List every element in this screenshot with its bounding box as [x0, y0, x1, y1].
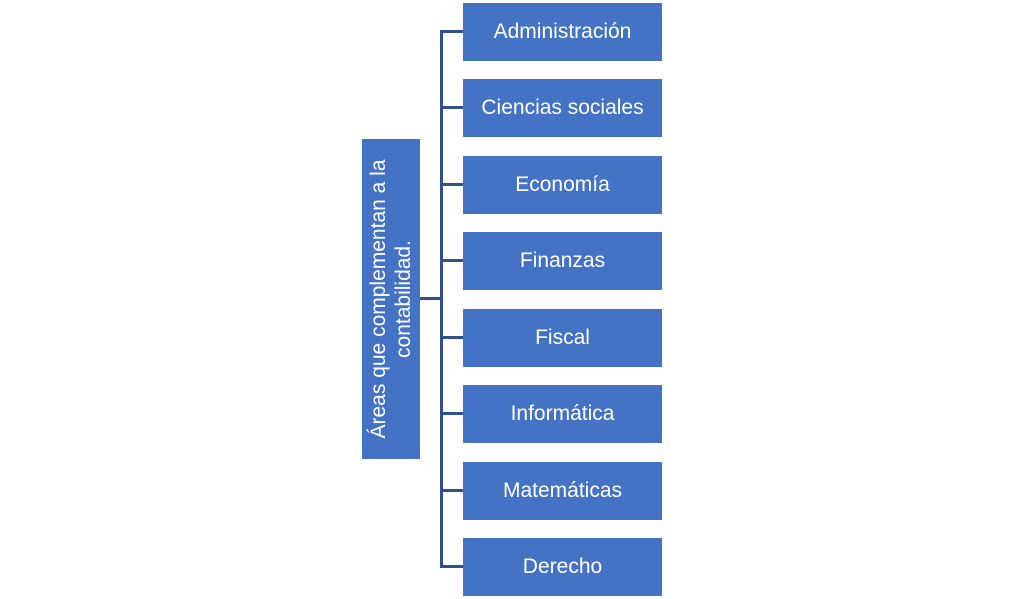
- child-node-finanzas: Finanzas: [463, 232, 662, 290]
- child-node-fiscal: Fiscal: [463, 309, 662, 367]
- branch-connector-matematicas: [440, 489, 463, 492]
- child-node-derecho: Derecho: [463, 538, 662, 596]
- root-connector: [420, 297, 442, 300]
- trunk-connector: [440, 30, 443, 568]
- root-node: Áreas que complementan a la contabilidad…: [362, 139, 420, 459]
- child-node-ciencias-sociales: Ciencias sociales: [463, 79, 662, 137]
- root-node-label: Áreas que complementan a la contabilidad…: [367, 159, 415, 439]
- child-node-economia: Economía: [463, 156, 662, 214]
- branch-connector-derecho: [440, 565, 463, 568]
- child-node-matematicas: Matemáticas: [463, 462, 662, 520]
- branch-connector-finanzas: [440, 259, 463, 262]
- child-node-informatica: Informática: [463, 385, 662, 443]
- branch-connector-informatica: [440, 412, 463, 415]
- branch-connector-economia: [440, 183, 463, 186]
- branch-connector-ciencias-sociales: [440, 106, 463, 109]
- child-node-administracion: Administración: [463, 3, 662, 61]
- branch-connector-administracion: [440, 30, 463, 33]
- branch-connector-fiscal: [440, 336, 463, 339]
